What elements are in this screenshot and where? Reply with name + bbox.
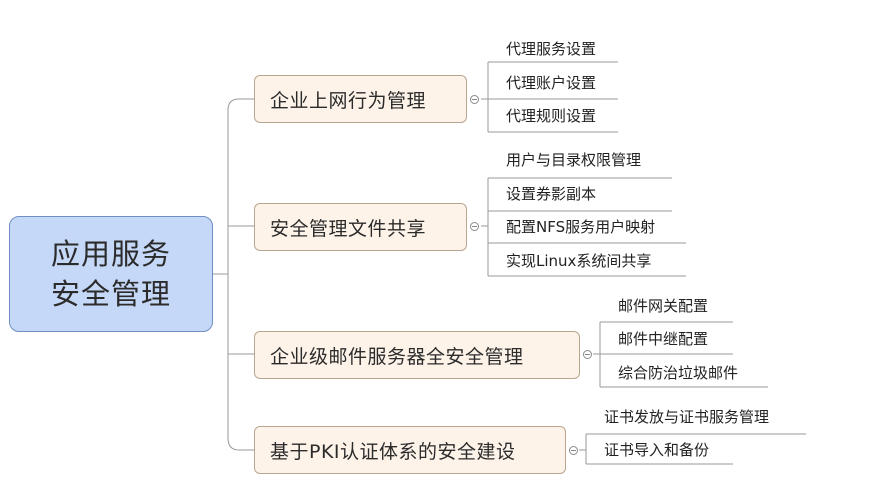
collapse-toggle-icon[interactable]: [470, 222, 479, 231]
leaf-topic[interactable]: 配置NFS服务用户映射: [506, 218, 656, 236]
root-topic-line2: 安全管理: [50, 277, 171, 311]
branch-label: 安全管理文件共享: [270, 217, 427, 240]
collapse-toggle-icon[interactable]: [470, 95, 479, 104]
branch-label: 企业上网行为管理: [270, 89, 427, 112]
leaf-topic[interactable]: 代理服务设置: [506, 40, 597, 58]
root-topic[interactable]: 应用服务 安全管理: [9, 216, 213, 332]
branch-label: 企业级邮件服务器全安全管理: [270, 345, 524, 368]
leaf-topic[interactable]: 代理账户设置: [506, 74, 597, 92]
branch-topic-file-sharing[interactable]: 安全管理文件共享: [254, 203, 467, 251]
branch-label: 基于PKI认证体系的安全建设: [270, 440, 516, 463]
root-topic-line1: 应用服务: [50, 237, 171, 271]
leaf-topic[interactable]: 代理规则设置: [506, 107, 597, 125]
leaf-topic[interactable]: 证书发放与证书服务管理: [604, 408, 770, 426]
leaf-topic[interactable]: 邮件中继配置: [618, 330, 709, 348]
leaf-topic[interactable]: 设置券影副本: [506, 185, 597, 203]
leaf-topic[interactable]: 证书导入和备份: [604, 441, 710, 459]
leaf-topic[interactable]: 实现Linux系统间共享: [506, 252, 652, 270]
leaf-topic[interactable]: 综合防治垃圾邮件: [618, 364, 739, 382]
leaf-topic[interactable]: 用户与目录权限管理: [506, 151, 642, 169]
collapse-toggle-icon[interactable]: [583, 350, 592, 359]
collapse-toggle-icon[interactable]: [569, 446, 578, 455]
branch-topic-web-behavior[interactable]: 企业上网行为管理: [254, 75, 467, 123]
branch-topic-pki[interactable]: 基于PKI认证体系的安全建设: [254, 426, 566, 474]
leaf-topic[interactable]: 邮件网关配置: [618, 297, 709, 315]
branch-topic-mail-server[interactable]: 企业级邮件服务器全安全管理: [254, 331, 580, 379]
